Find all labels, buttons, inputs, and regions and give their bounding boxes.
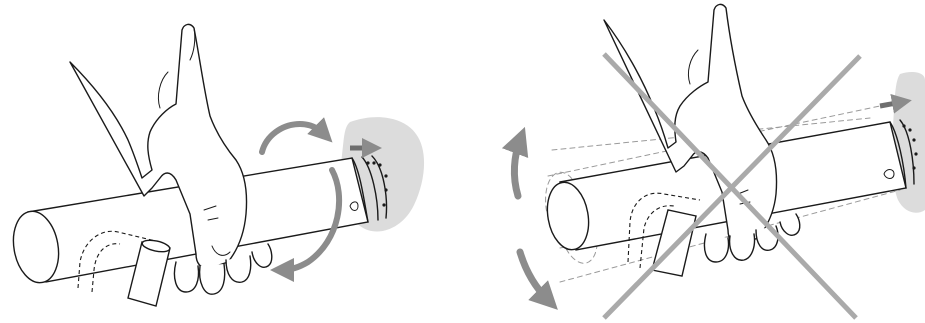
wiggle-arrow bbox=[501, 126, 558, 310]
push-arrow bbox=[879, 93, 912, 114]
cross-mark bbox=[602, 52, 862, 320]
twist-arrow-top bbox=[259, 117, 333, 155]
twist-arrow-bottom bbox=[270, 167, 343, 282]
left-panel bbox=[12, 23, 425, 307]
right-panel bbox=[501, 3, 925, 320]
socket-shadow-right bbox=[892, 72, 925, 213]
hand-left bbox=[69, 23, 273, 295]
